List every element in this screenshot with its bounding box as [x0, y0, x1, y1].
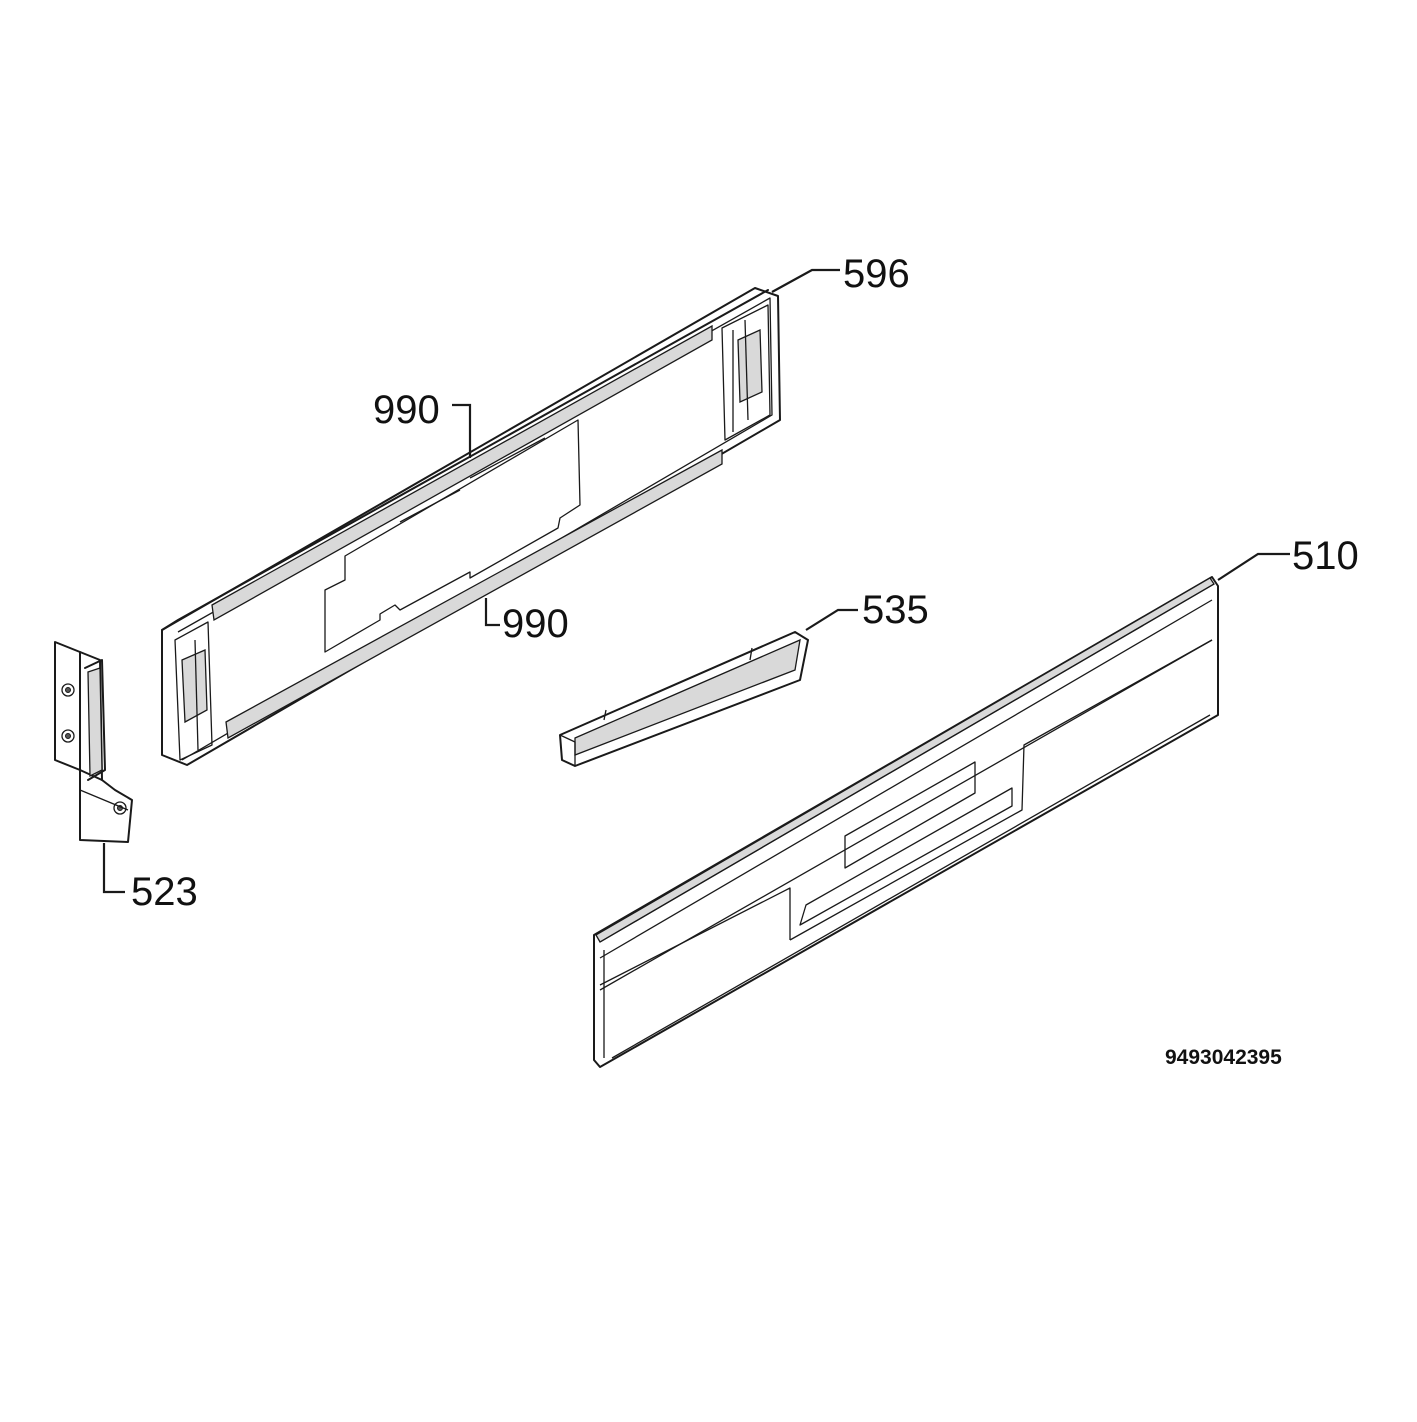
leader-990-upper: [452, 403, 472, 458]
leader-596: [771, 268, 840, 293]
leader-lines: [102, 268, 1290, 894]
leader-535: [805, 608, 858, 631]
leader-510: [1217, 552, 1290, 581]
callout-510: 510: [1292, 534, 1359, 578]
callout-990-lower: 990: [502, 602, 569, 646]
part-535-trim: [559, 631, 809, 767]
drawing-number: 9493042395: [1165, 1046, 1282, 1069]
callout-523: 523: [131, 870, 198, 914]
part-596-frame: [161, 287, 781, 766]
callout-990-upper: 990: [373, 388, 440, 432]
leader-990-lower: [484, 598, 500, 627]
leader-523: [102, 843, 125, 894]
part-510-fascia: [593, 576, 1219, 1068]
callout-596: 596: [843, 252, 910, 296]
callout-535: 535: [862, 588, 929, 632]
part-523-bracket: [54, 641, 133, 843]
